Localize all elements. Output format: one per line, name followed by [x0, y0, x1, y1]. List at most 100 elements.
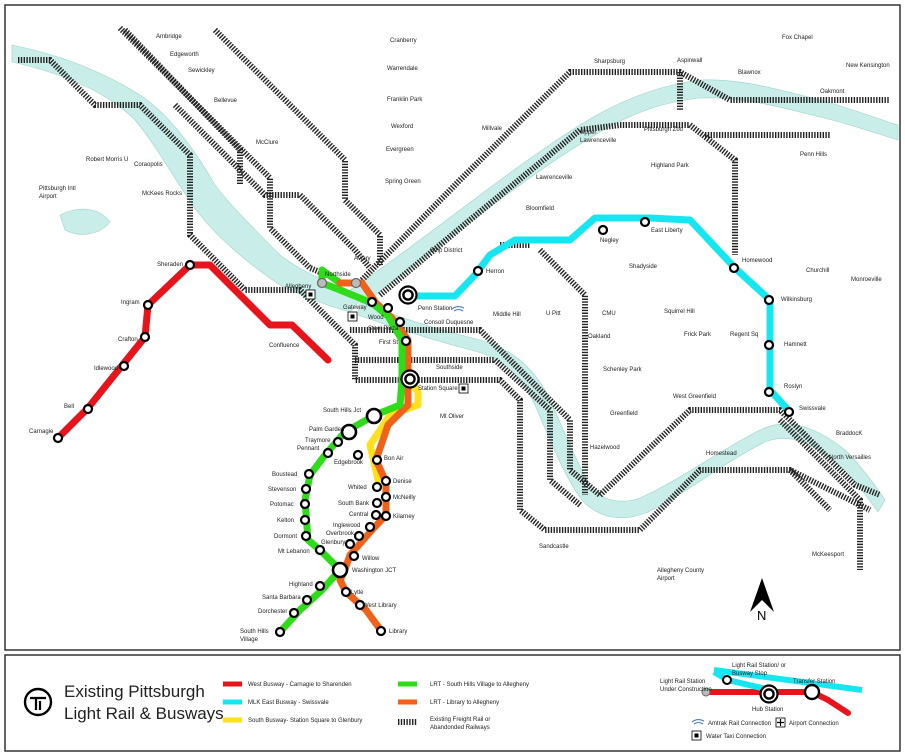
- station-kelton[interactable]: [299, 514, 311, 526]
- label-denise: Denise: [393, 479, 412, 485]
- label-cranberry: Cranberry: [390, 38, 417, 44]
- station-central[interactable]: [370, 509, 382, 521]
- station-edgebrook[interactable]: [352, 449, 364, 461]
- station-bon-air[interactable]: [371, 454, 383, 466]
- station-bell[interactable]: [82, 403, 94, 415]
- label-dorchester: Dorchester: [258, 609, 287, 615]
- station-hamnett[interactable]: [763, 339, 775, 351]
- station-south-hills-jct[interactable]: [365, 407, 383, 425]
- label-blawnox: Blawnox: [738, 70, 761, 76]
- station-homewood[interactable]: [728, 262, 740, 274]
- label-fox-chapel: Fox Chapel: [782, 35, 813, 41]
- label-inglewood: Inglewood: [333, 523, 360, 529]
- label-aviary: Aviary: [354, 256, 371, 262]
- label-greenfield: Greenfield: [610, 411, 638, 417]
- station-dormont[interactable]: [300, 530, 312, 542]
- label-station-square: Station Square: [418, 386, 458, 392]
- legend-key-lrt-1: Light Rail Station/ or: [732, 663, 786, 669]
- allegheny-river: [349, 79, 899, 303]
- label-airport-line2: Airport: [39, 194, 57, 200]
- amtrak-icon: [691, 719, 705, 725]
- station-santa-barbara[interactable]: [301, 594, 313, 606]
- station-crafton[interactable]: [139, 331, 151, 343]
- label-upper-law-1: Upper: [580, 130, 596, 136]
- station-penn-hub[interactable]: [398, 285, 418, 305]
- station-negley[interactable]: [597, 224, 609, 236]
- legend-key-lrt-2: Busway Stop: [732, 671, 768, 677]
- station-dorchester[interactable]: [288, 607, 300, 619]
- station-potomac[interactable]: [299, 498, 311, 510]
- label-mt-oliver: Mt Oliver: [440, 414, 464, 420]
- station-south-bank[interactable]: [371, 497, 383, 509]
- station-mcneilly[interactable]: [380, 491, 392, 503]
- legend-key-uc-1: Light Rail Station: [660, 679, 705, 685]
- station-denise[interactable]: [380, 475, 392, 487]
- station-labels: Sheraden Ingram Crafton Idlewood Bell Ca…: [29, 228, 826, 643]
- station-idlewood[interactable]: [118, 360, 130, 372]
- label-crafton: Crafton: [118, 337, 138, 343]
- station-south-hills-village[interactable]: [274, 626, 286, 638]
- station-inglewood[interactable]: [364, 521, 376, 533]
- legend-title-line1: Existing Pittsburgh: [64, 682, 205, 701]
- station-mt-lebanon[interactable]: [314, 544, 326, 556]
- legend-mlk-busway: MLK East Busway - Swissvale: [248, 700, 329, 706]
- station-pennant[interactable]: [322, 447, 334, 459]
- label-braddock: BraddocK: [836, 431, 862, 437]
- station-swissvale[interactable]: [783, 406, 795, 418]
- station-first-st[interactable]: [400, 335, 412, 347]
- label-sheraden: Sheraden: [157, 262, 183, 268]
- station-wilkinsburg[interactable]: [763, 294, 775, 306]
- label-pittsburgh-zoo: Pittsburgh Zoo: [644, 127, 684, 133]
- label-airport-line1: Pittsburgh Intl: [39, 186, 76, 192]
- label-regent-sq: Regent Sq: [730, 332, 758, 338]
- station-roslyn[interactable]: [763, 386, 775, 398]
- place-labels: Ambridge Edgeworth Sewickley Bellevue Cr…: [39, 34, 890, 582]
- label-west-library: West Library: [363, 603, 397, 609]
- label-millvale: Millvale: [482, 126, 503, 132]
- station-wood[interactable]: [382, 302, 394, 314]
- station-lytle[interactable]: [340, 586, 352, 598]
- station-sheraden[interactable]: [184, 259, 196, 271]
- station-allegheny[interactable]: [316, 277, 328, 289]
- label-santa-barbara: Santa Barbara: [262, 595, 301, 601]
- station-willow[interactable]: [348, 550, 360, 562]
- station-kilarney[interactable]: [380, 510, 392, 522]
- station-ingram[interactable]: [142, 299, 154, 311]
- station-stevenson[interactable]: [300, 483, 312, 495]
- label-upitt: U Pitt: [546, 311, 561, 317]
- label-penn-hills: Penn Hills: [800, 152, 827, 158]
- label-alle-county-2: Airport: [657, 576, 675, 582]
- label-monroeville: Monroeville: [851, 277, 882, 283]
- label-carnagie: Carnagie: [29, 429, 54, 435]
- station-boustead[interactable]: [303, 468, 315, 480]
- station-square-hub[interactable]: [400, 369, 420, 389]
- station-herron[interactable]: [472, 265, 484, 277]
- monongahela-river: [357, 301, 886, 519]
- station-whited[interactable]: [371, 481, 383, 493]
- label-middle-hill: Middle Hill: [493, 312, 521, 318]
- station-overbrook[interactable]: [353, 530, 365, 542]
- label-confluence: Confluence: [269, 343, 300, 349]
- label-mckees-rocks: McKees Rocks: [142, 191, 182, 197]
- label-alle-county-1: Allegheny County: [657, 568, 704, 574]
- legend-lrt-south-hills: LRT - South Hills Village to Allegheny: [430, 682, 529, 688]
- label-palm-garden: Palm Garden: [309, 427, 344, 433]
- station-highland[interactable]: [314, 580, 326, 592]
- label-kelton: Kelton: [277, 518, 294, 524]
- label-wood: Wood: [368, 315, 384, 321]
- label-gateway: Gateway: [343, 305, 367, 311]
- station-northside[interactable]: [350, 277, 362, 289]
- station-washington-jct[interactable]: [331, 561, 349, 579]
- station-carnagie[interactable]: [52, 432, 64, 444]
- station-traymore[interactable]: [332, 436, 344, 448]
- north-arrow-icon: N: [750, 578, 774, 623]
- station-glenbury[interactable]: [344, 538, 356, 550]
- station-east-liberty[interactable]: [639, 216, 651, 228]
- label-schenley-park: Schenley Park: [603, 367, 643, 373]
- station-gateway[interactable]: [366, 296, 378, 308]
- legend-freight-line1: Existing Freight Rail or: [430, 717, 490, 723]
- station-steel-plaza[interactable]: [394, 316, 406, 328]
- label-oakland: Oakland: [588, 334, 610, 340]
- station-library[interactable]: [375, 625, 387, 637]
- label-penn-station: Penn Station: [418, 306, 452, 312]
